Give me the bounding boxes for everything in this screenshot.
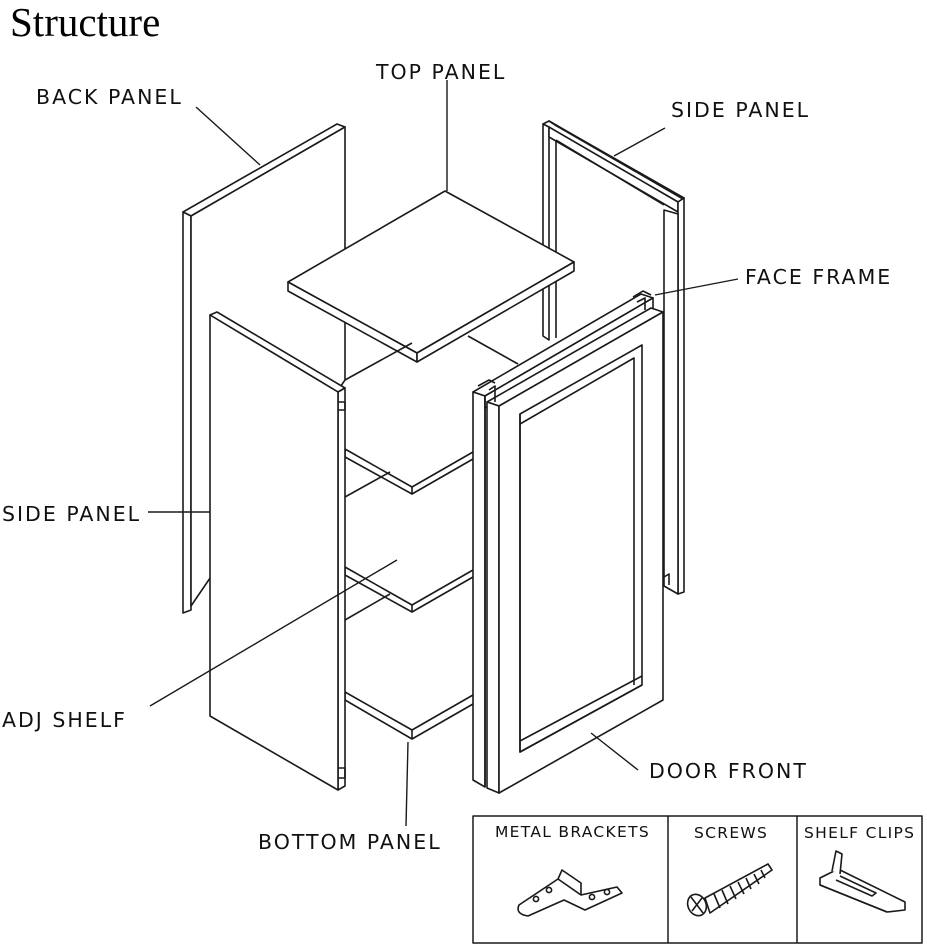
leader-face-frame — [655, 279, 738, 295]
label-side-panel-left: SIDE PANEL — [2, 502, 142, 526]
screw-icon — [684, 864, 772, 919]
leader-lines — [148, 80, 738, 826]
door-front — [487, 298, 663, 793]
adj-shelf-upper — [345, 336, 518, 494]
label-shelf-clips: SHELF CLIPS — [804, 824, 916, 842]
leader-adj-shelf — [150, 560, 397, 706]
leader-back-panel — [196, 107, 260, 165]
adj-shelf — [345, 472, 473, 620]
label-adj-shelf: ADJ SHELF — [2, 708, 127, 732]
label-door-front: DOOR FRONT — [649, 759, 808, 783]
label-screws: SCREWS — [694, 824, 769, 842]
leader-side-panel-right — [614, 128, 665, 156]
label-side-panel-right: SIDE PANEL — [671, 98, 811, 122]
page-title: Structure — [10, 0, 161, 45]
label-bottom-panel: BOTTOM PANEL — [258, 830, 442, 854]
top-panel — [288, 191, 574, 362]
label-face-frame: FACE FRAME — [745, 265, 893, 289]
label-top-panel: TOP PANEL — [376, 60, 507, 84]
bottom-panel — [345, 692, 473, 739]
bracket-icon — [518, 870, 622, 916]
label-metal-brackets: METAL BRACKETS — [495, 823, 650, 841]
leader-bottom-panel — [406, 742, 408, 826]
leader-door-front — [591, 733, 638, 770]
label-back-panel: BACK PANEL — [36, 85, 183, 109]
shelf-clip-icon — [820, 851, 905, 912]
hardware-table — [473, 816, 922, 943]
side-panel-left — [210, 312, 345, 790]
